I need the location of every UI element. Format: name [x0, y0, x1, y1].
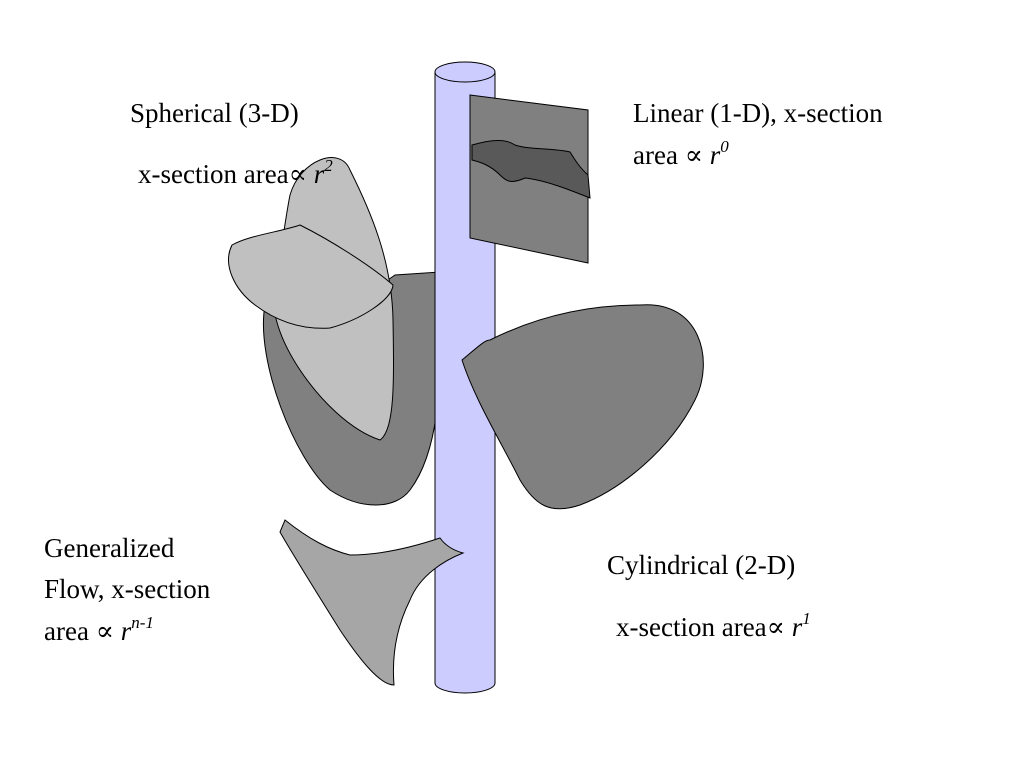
generalized-line1: Generalized — [44, 533, 175, 563]
cylindrical-flow-shape — [461, 304, 704, 510]
cylindrical-area-label: x-section area∝ r1 — [616, 609, 811, 642]
cylindrical-title: Cylindrical (2-D) — [607, 550, 796, 580]
spherical-title: Spherical (3-D) — [130, 98, 299, 128]
wellbore-top — [434, 61, 496, 83]
linear-area-label: area ∝ r0 — [633, 137, 729, 170]
generalized-area-label: area ∝ rn-1 — [44, 613, 154, 646]
spherical-flow-cap-shape — [228, 224, 394, 329]
generalized-line2: Flow, x-section — [44, 574, 211, 604]
generalized-flow-shape — [279, 519, 465, 686]
linear-title: Linear (1-D), x-section — [633, 98, 883, 128]
spherical-area-label: x-section area∝ r2 — [138, 156, 333, 189]
linear-flow-streak — [471, 140, 591, 199]
